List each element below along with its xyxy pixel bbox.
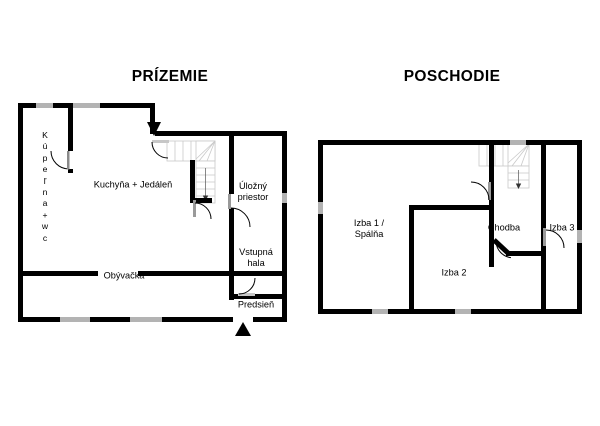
room-label-bedroom-3: Izba 3 xyxy=(549,222,575,233)
ground-interior-walls xyxy=(18,103,287,300)
ground-staircase xyxy=(166,140,216,204)
ground-door-arcs xyxy=(50,140,256,296)
door-entry-hall xyxy=(238,277,256,296)
stair-direction-down-icon-upper xyxy=(515,170,522,189)
upper-interior-walls xyxy=(409,145,546,314)
stair-entry-arrow-icon xyxy=(147,122,161,136)
door-bedroom-3 xyxy=(543,228,565,249)
room-label-living-room: Obývačka xyxy=(103,270,145,281)
entrance-arrow-icon xyxy=(235,322,251,336)
room-label-storage: Úložný priestor xyxy=(237,181,269,202)
room-label-bedroom-2: Izba 2 xyxy=(441,267,467,278)
room-label-bedroom-1: Izba 1 / Spálňa xyxy=(353,218,385,239)
room-label-entry-hall: Vstupná hala xyxy=(239,247,273,268)
upper-floor-plan xyxy=(318,140,582,314)
door-bedroom-2 xyxy=(495,241,512,259)
ground-exterior-walls xyxy=(18,103,287,322)
upper-door-arcs xyxy=(470,181,565,259)
plan-title-ground-floor: PRÍZEMIE xyxy=(131,68,209,85)
door-bathroom xyxy=(50,150,71,170)
door-kitchen-stairs xyxy=(151,140,169,159)
door-storage-left xyxy=(193,200,212,220)
room-label-vestibule: Predsieň xyxy=(237,299,275,310)
room-label-bathroom-wc: K ú p e ľ n a + w c xyxy=(41,129,49,243)
room-label-kitchen-dining: Kuchyňa + Jedáleň xyxy=(93,179,173,190)
ground-floor-plan xyxy=(18,103,287,336)
door-bedroom-1 xyxy=(470,181,491,201)
door-storage-right xyxy=(228,194,251,228)
upper-exterior-walls xyxy=(318,140,582,314)
plan-title-upper-floor: POSCHODIE xyxy=(403,68,501,85)
room-label-hallway: Chodba xyxy=(487,222,521,233)
